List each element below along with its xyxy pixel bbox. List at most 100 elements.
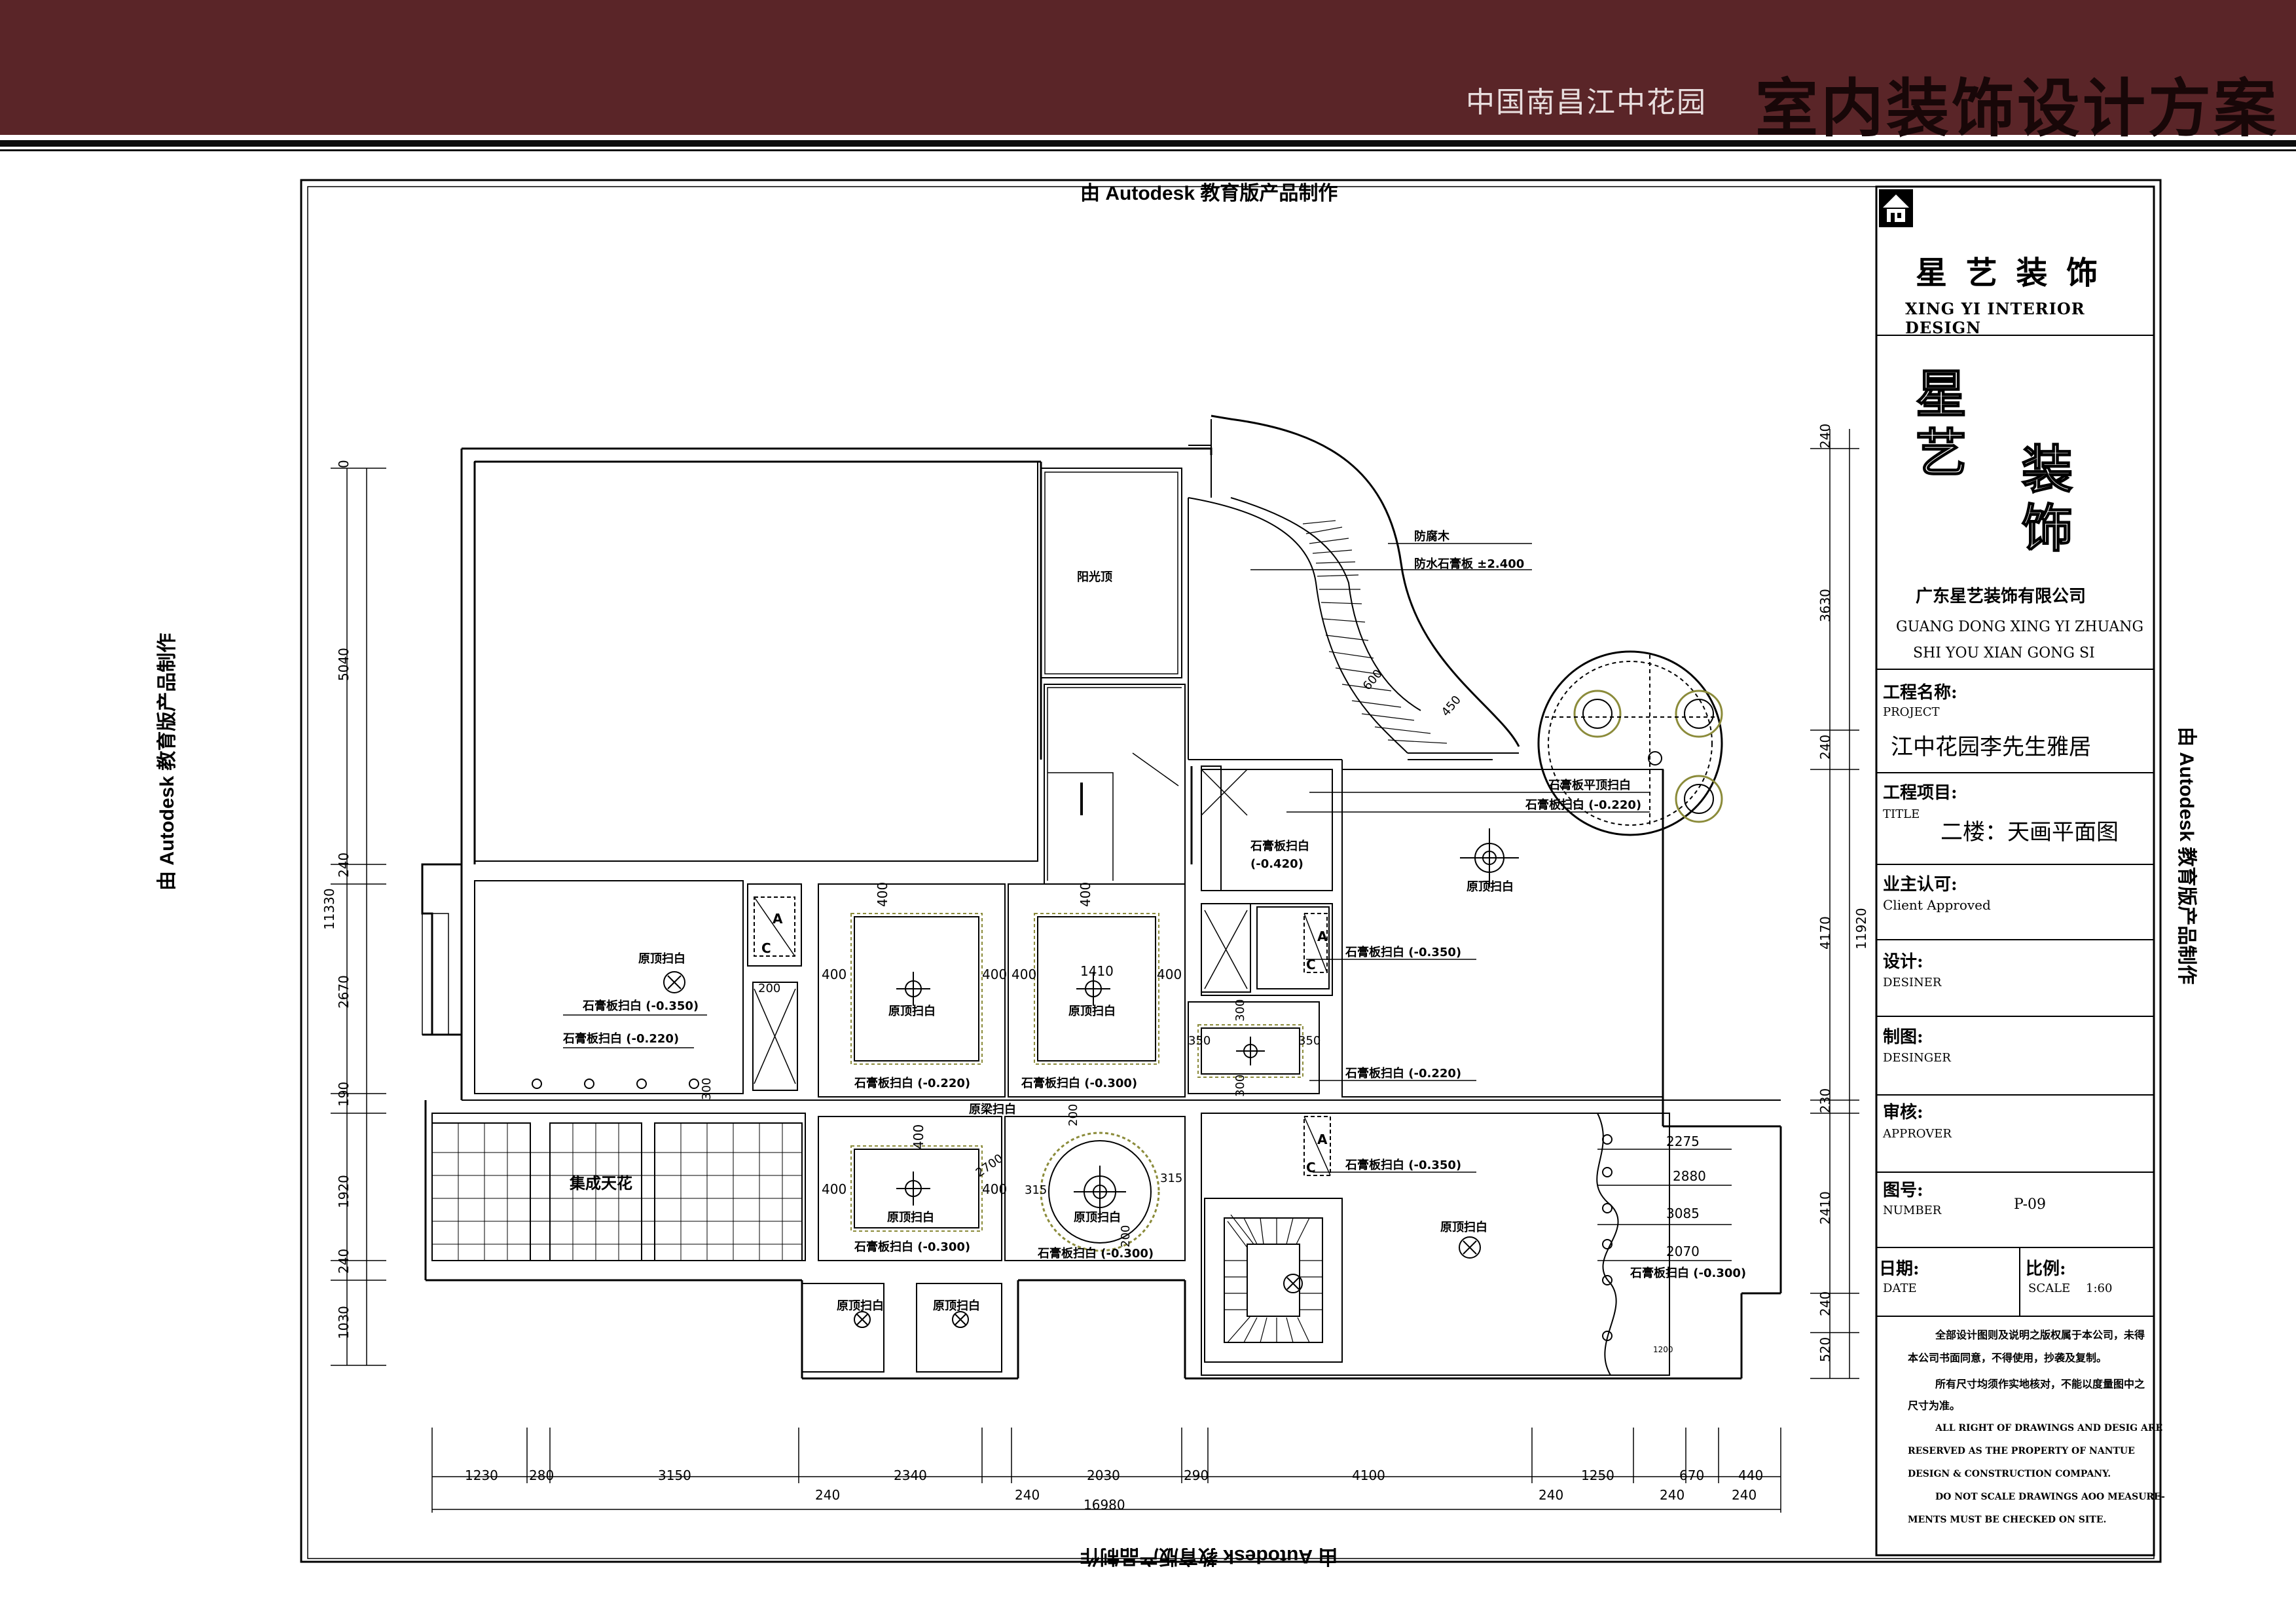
curved-stair	[1188, 415, 1520, 769]
review-label-cn: 审核:	[1883, 1103, 1923, 1122]
dim-bottom-6: 4100	[1352, 1467, 1385, 1483]
dim-left-1: 5040	[336, 648, 352, 681]
copyright-cn-3: 所有尺寸均须作实地核对，不能以度量图中之	[1935, 1378, 2145, 1390]
label-A-1: A	[773, 911, 783, 927]
label-orig-top-9: 原顶扫白	[933, 1299, 980, 1313]
dim-right-0: 240	[1817, 424, 1833, 449]
logo-char-1: 星	[1915, 364, 1967, 425]
label-C-3: C	[1306, 1160, 1316, 1175]
copyright-cn-4: 尺寸为准。	[1908, 1399, 1961, 1412]
dim-step-4: 1200	[1653, 1345, 1673, 1354]
dim-sub-0: 240	[815, 1487, 840, 1503]
scale-label-en: SCALE	[2028, 1282, 2071, 1295]
dim-total: 16980	[1084, 1497, 1125, 1513]
dim-room-7: 350	[1188, 1034, 1211, 1048]
dim-room-19: 300	[700, 1078, 714, 1100]
inner-rooms	[431, 766, 1670, 1376]
dimension-texts: 1230 280 3150 2340 2030 290 4100 1250 67…	[321, 424, 1869, 1513]
date-label-en: DATE	[1883, 1282, 1917, 1295]
company-name-en: XING YI INTERIOR DESIGN	[1905, 299, 2085, 337]
stair-treads	[1302, 520, 1448, 744]
company-name-cn: 星 艺 装 饰	[1916, 255, 2102, 291]
date-label-cn: 日期:	[1879, 1259, 1920, 1279]
dim-room-12: 400	[982, 1181, 1007, 1197]
dim-room-16: 315	[1025, 1183, 1047, 1197]
dim-room-11: 400	[822, 1181, 847, 1197]
dimension-lines	[331, 429, 1859, 1513]
company-full-cn: 广东星艺装饰有限公司	[1916, 587, 2086, 606]
label-gypsum-0220-b: 石膏板扫白 (-0.220)	[1345, 1066, 1461, 1080]
ceiling-grid	[432, 1123, 802, 1261]
label-gypsum-0220-a: 石膏板扫白 (-0.220)	[1525, 798, 1641, 812]
dim-room-8: 350	[1298, 1034, 1321, 1048]
scale-value: 1:60	[2086, 1282, 2113, 1295]
leader-lines	[563, 543, 1732, 1261]
logo-char-3: 装	[2021, 439, 2073, 500]
label-gypsum-0350-a: 石膏板扫白 (-0.350)	[1345, 945, 1461, 959]
stair-hatch	[1224, 1214, 1322, 1343]
company-full-en-1: GUANG DONG XING YI ZHUANG	[1896, 619, 2144, 635]
title-value: 二楼：天画平面图	[1941, 819, 2119, 845]
dim-room-3: 400	[1011, 967, 1036, 982]
review-label-en: APPROVER	[1883, 1127, 1952, 1141]
label-waterproof: 防水石膏板 ±2.400	[1414, 557, 1524, 571]
dim-left-3: 2670	[336, 975, 352, 1008]
client-label-cn: 业主认可:	[1883, 875, 1958, 895]
label-gypsum-0420-a: 石膏板扫白	[1250, 839, 1309, 853]
dim-stair-0: 600	[1360, 667, 1385, 693]
label-sunroof: 阳光顶	[1077, 570, 1112, 584]
shaft-crosses	[754, 769, 1331, 1176]
copyright-en-2: RESERVED AS THE PROPERTY OF NANTUE	[1908, 1446, 2135, 1456]
sheet-border	[300, 179, 2162, 1563]
dim-bottom-9: 440	[1738, 1467, 1763, 1483]
dim-room-10: 300	[1233, 1075, 1247, 1097]
dim-right-1: 3630	[1817, 589, 1833, 622]
client-label-en: Client Approved	[1883, 897, 1991, 913]
dim-bottom-3: 2340	[894, 1467, 927, 1483]
copyright-en-3: DESIGN & CONSTRUCTION COMPANY.	[1908, 1469, 2111, 1479]
label-orig-top-4: 原顶扫白	[1068, 1004, 1116, 1018]
project-label-en: PROJECT	[1883, 705, 1940, 719]
copyright-cn-2: 本公司书面同意，不得使用，抄袭及复制。	[1908, 1352, 2107, 1364]
dim-sub-4: 240	[1732, 1487, 1757, 1503]
label-gypsum-0300-d: 石膏板扫白 (-0.300)	[1630, 1266, 1746, 1280]
design-label-cn: 设计:	[1883, 952, 1923, 972]
dim-bottom-7: 1250	[1581, 1467, 1614, 1483]
dim-right-6: 240	[1817, 1291, 1833, 1316]
label-gypsum-0350-c: 石膏板扫白 (-0.350)	[582, 999, 699, 1013]
dim-sub-1: 240	[1015, 1487, 1040, 1503]
label-gypsum-0220-d: 石膏板扫白 (-0.220)	[854, 1076, 970, 1090]
dim-room-6: 400	[1078, 882, 1093, 907]
copyright-cn-1: 全部设计图则及说明之版权属于本公司，未得	[1935, 1329, 2145, 1341]
dim-room-9: 300	[1233, 999, 1247, 1022]
round-balcony	[1537, 650, 1723, 836]
number-label-cn: 图号:	[1883, 1181, 1923, 1200]
label-gypsum-flat: 石膏板平顶扫白	[1548, 778, 1631, 792]
dim-room-17: 315	[1160, 1172, 1182, 1185]
plan-walls	[421, 447, 1782, 1380]
dim-bottom-0: 1230	[465, 1467, 498, 1483]
plan-labels: 阳光顶 防腐木 防水石膏板 ±2.400 石膏板平顶扫白 石膏板扫白 (-0.2…	[562, 529, 1746, 1313]
dim-room-1: 400	[822, 967, 847, 982]
label-A-2: A	[1317, 929, 1328, 944]
banner-subtitle: 中国南昌江中花园	[1466, 86, 1707, 119]
dim-sub-3: 240	[1660, 1487, 1685, 1503]
number-label-en: NUMBER	[1883, 1204, 1942, 1217]
header-rule-thin	[0, 149, 2296, 151]
label-C-2: C	[1306, 957, 1316, 972]
dim-left-2: 240	[336, 853, 352, 877]
label-orig-top-8: 原顶扫白	[837, 1299, 884, 1313]
dim-left-0: 0	[336, 460, 352, 468]
title-block: 星 艺 装 饰 XING YI INTERIOR DESIGN 星 艺 装 饰 …	[1876, 187, 2165, 1555]
label-anticorrosion: 防腐木	[1414, 529, 1450, 544]
project-value: 江中花园李先生雅居	[1891, 734, 2091, 760]
draft-label-cn: 制图:	[1883, 1027, 1923, 1047]
dim-room-5: 400	[1157, 967, 1182, 982]
label-gypsum-0300-c: 石膏板扫白 (-0.300)	[1037, 1246, 1154, 1261]
label-orig-top-2: 原顶扫白	[638, 951, 685, 966]
label-integrated: 集成天花	[569, 1174, 632, 1192]
dim-step-2: 3085	[1666, 1206, 1700, 1221]
dim-bottom-5: 290	[1184, 1467, 1209, 1483]
header-rule	[0, 140, 2296, 147]
